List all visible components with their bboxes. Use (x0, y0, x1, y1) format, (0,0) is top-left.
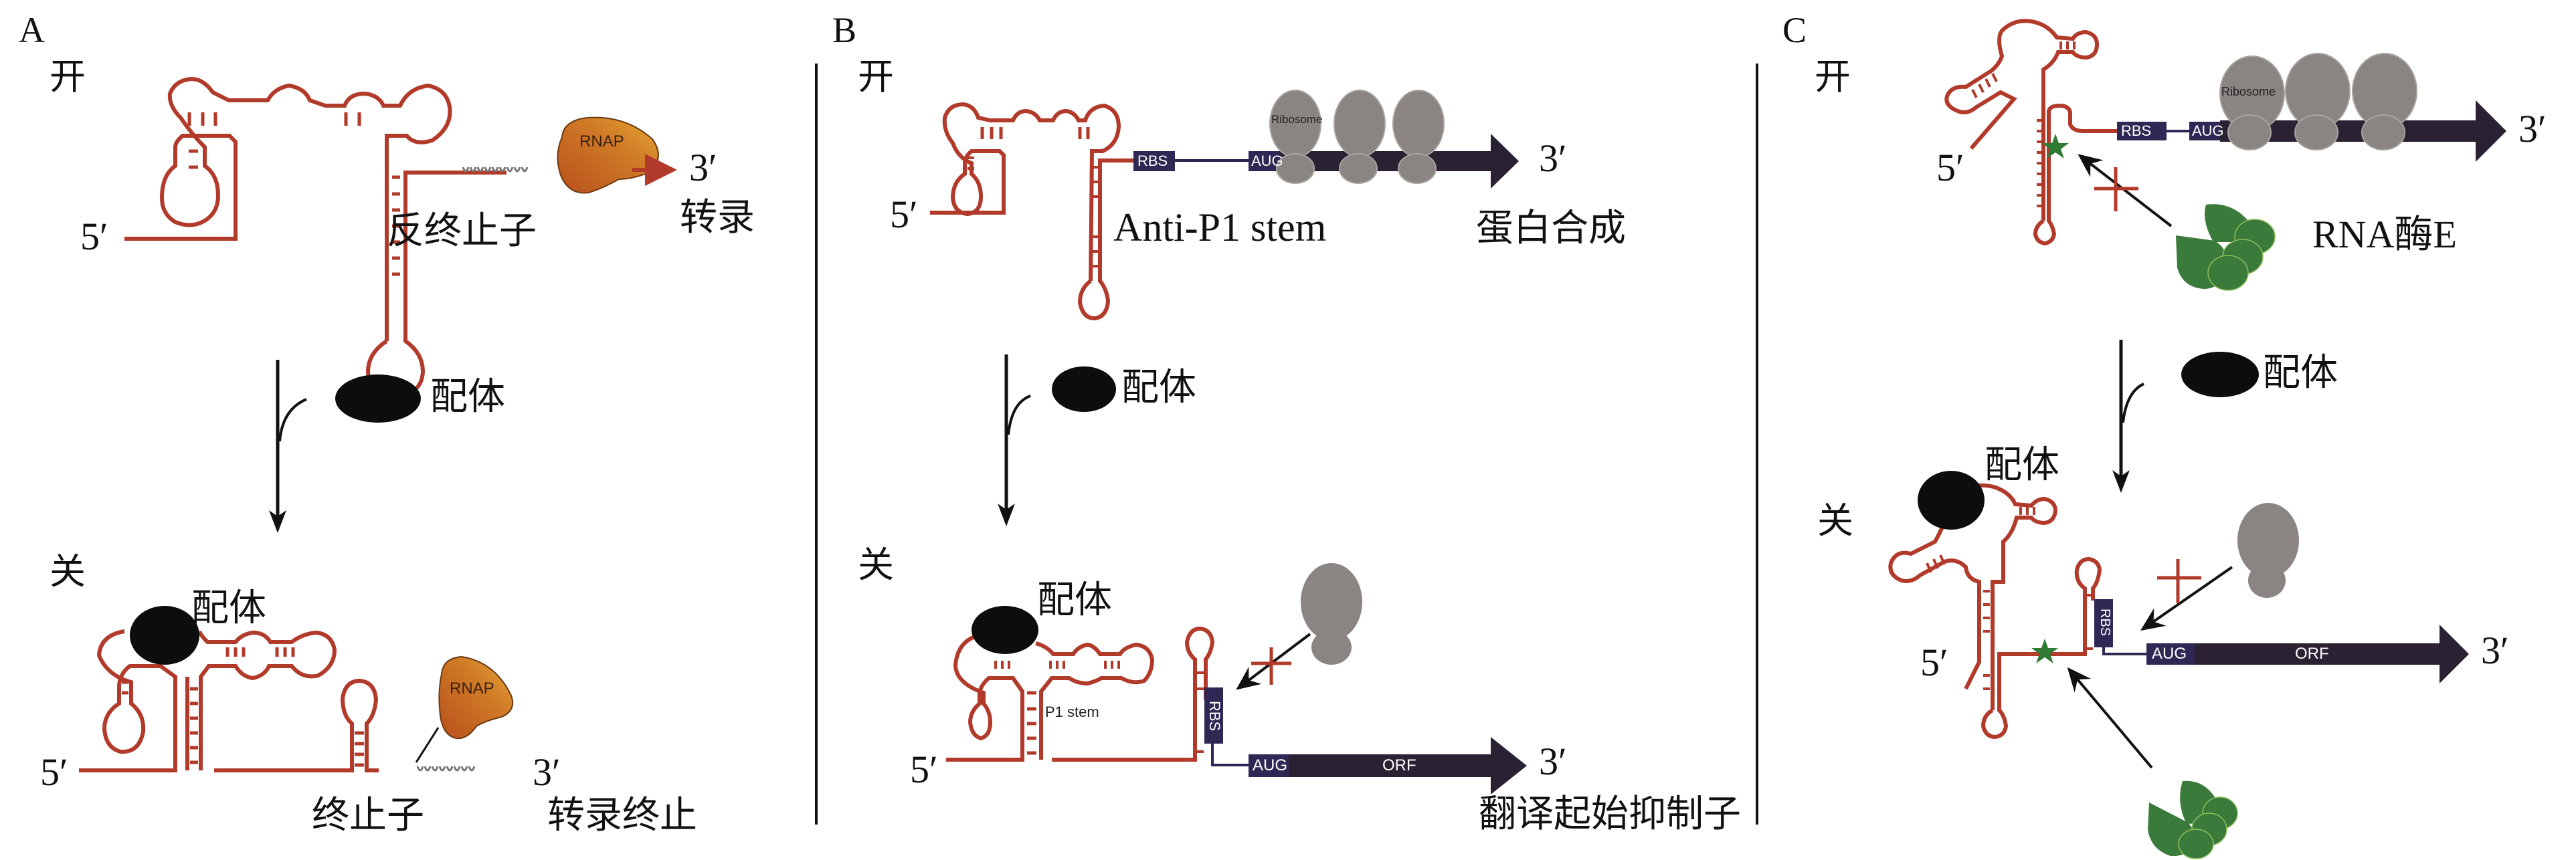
panel-b-off-orf-label: ORF (1382, 756, 1416, 774)
panel-b-off-aug-label: AUG (1253, 756, 1288, 774)
panel-c-ligand-label: 配体 (2263, 351, 2338, 395)
panel-c-off-3prime: 3′ (2481, 629, 2509, 672)
panel-b-ligand (1052, 366, 1116, 412)
panel-b-on-ribosome-label: Ribosome (1271, 113, 1323, 126)
panel-c-blocked-ribosome-arrow (2140, 566, 2233, 631)
panel-c-off-5prime: 5′ (1920, 641, 1948, 684)
panel-a-on-structure-label: 反终止子 (387, 209, 537, 253)
panel-a-off-rna (79, 629, 379, 772)
panel-c-on-enzyme-label: RNA酶E (2312, 213, 2457, 256)
panel-b-on-structure-label: Anti-P1 stem (1113, 205, 1327, 249)
panel-b-letter: B (832, 10, 857, 50)
panel-c-off-orf-arrow (2195, 625, 2469, 683)
panel-b-off-rbs-label: RBS (1206, 701, 1223, 732)
panel-b-on-ribosomes (1269, 90, 1445, 184)
panel-b-off-rna (946, 626, 1215, 762)
panel-c-off-linker (2102, 647, 2146, 655)
panel-a-off-structure-label: 终止子 (312, 794, 424, 837)
panel-a-off-rnap-label: RNAP (450, 679, 494, 697)
panel-a-letter: A (19, 10, 45, 50)
panel-c-transition-arrow (2112, 340, 2144, 493)
panel-a-off-3prime: 3′ (533, 750, 561, 794)
panel-a-off-outcome: 转录终止 (547, 794, 697, 837)
panel-c-on-aug-box (2189, 122, 2223, 140)
panel-b-off-rbs-box (1204, 687, 1223, 744)
panel-a-off-ligand-label: 配体 (191, 586, 266, 630)
panel-b-on-aug-label: AUG (1251, 152, 1283, 169)
panel-c-on-ribosomes (2219, 53, 2417, 150)
panel-c-on-rbs-label: RBS (2121, 122, 2152, 139)
panel-a-on-3prime: 3′ (689, 146, 717, 189)
panel-c-ligand (2181, 352, 2259, 397)
panel-a-off-ligand (130, 606, 199, 665)
panel-a-ligand (335, 374, 421, 423)
panel-c-on-rnase-e (2176, 204, 2276, 291)
panel-b-on-rbs-label: RBS (1137, 152, 1168, 169)
panel-b-off-ligand-label: 配体 (1037, 578, 1112, 622)
panel-c-off-aug-box (2146, 643, 2197, 665)
panel-b-off-ligand (972, 606, 1038, 654)
panel-b-off-5prime: 5′ (910, 748, 938, 791)
panel-a-on-label: 开 (50, 56, 86, 98)
panel-b-off-outcome: 翻译起始抑制子 (1479, 792, 1741, 836)
panel-b-off-linker (1211, 744, 1249, 766)
panel-c-off-rbs-label: RBS (2098, 609, 2112, 637)
panel-c-on-cleavage-star-icon (2042, 134, 2069, 158)
panel-a-off-poly-u (416, 766, 476, 772)
panel-c-on-rbs-box (2117, 122, 2167, 140)
panel-c-off-aug-label: AUG (2152, 645, 2187, 663)
panel-a-off-rnap-pointer (415, 727, 440, 763)
panel-c-off-cleavage-star-icon (2031, 639, 2058, 663)
panel-a-on-poly-u (462, 167, 529, 173)
panel-c-off-block-cross-icon (2157, 559, 2201, 603)
panel-b-off-orf-arrow (1289, 737, 1527, 794)
panel-c-on-5prime: 5′ (1936, 146, 1964, 189)
panel-b-on-rbs-box (1133, 151, 1175, 171)
panel-a-on-rnap (557, 116, 659, 194)
panel-c-blocked-enzyme-arrow (2078, 154, 2173, 227)
panel-b-on-outcome: 蛋白合成 (1476, 207, 1626, 250)
panel-a-on-rnap-label: RNAP (579, 132, 624, 150)
panel-b-on-3prime: 3′ (1539, 136, 1567, 180)
panel-c-off-rnase-e (2148, 780, 2238, 859)
panel-c-on-3prime: 3′ (2518, 107, 2547, 150)
panel-b-on-rna (930, 102, 1133, 321)
panel-a-ligand-label: 配体 (430, 375, 505, 419)
panel-b-ligand-label: 配体 (1121, 366, 1196, 409)
panel-b-on-label: 开 (858, 56, 894, 98)
panel-c-enzyme-attack-arrow (2067, 667, 2153, 769)
panel-c-letter: C (1782, 10, 1807, 50)
panel-c-block-cross-icon (2094, 167, 2138, 211)
panel-b-on-5prime: 5′ (890, 193, 918, 236)
panel-c-off-label: 关 (1817, 500, 1853, 542)
panel-b-off-stem-label: P1 stem (1045, 704, 1099, 720)
panel-c-off-rna (1888, 483, 2102, 740)
panel-a-on-5prime: 5′ (80, 215, 108, 258)
panel-b-off-aug-box (1249, 754, 1291, 777)
panel-c-off-free-ribosome (2237, 503, 2299, 598)
panel-b-transition-arrow (998, 354, 1031, 526)
panel-c-off-rbs-box (2094, 599, 2113, 647)
panel-b-off-3prime: 3′ (1539, 740, 1567, 783)
panel-b-off-label: 关 (858, 544, 894, 586)
panel-c-off-ligand-label: 配体 (1985, 443, 2059, 487)
panel-a-off-label: 关 (50, 550, 86, 593)
panel-b-on-orf-arrow (1279, 134, 1519, 189)
panel-a-transition-arrow (269, 360, 307, 533)
panel-c-on-rna (1944, 19, 2117, 246)
panel-c-on-ribosome-label: Ribosome (2221, 85, 2276, 98)
panel-a-off-5prime: 5′ (40, 750, 68, 794)
panel-c-on-aug-label: AUG (2192, 122, 2224, 139)
panel-c-off-ligand (1918, 471, 1985, 530)
panel-c-on-label: 开 (1815, 56, 1851, 98)
panel-a-on-outcome: 转录 (680, 196, 755, 239)
panel-b-off-free-ribosome (1301, 563, 1362, 665)
panel-b-block-cross-icon (1251, 647, 1291, 685)
panel-b-blocked-arrow (1236, 633, 1311, 690)
panel-a-off-rnap (438, 655, 514, 740)
panel-c-off-orf-label: ORF (2295, 645, 2329, 663)
